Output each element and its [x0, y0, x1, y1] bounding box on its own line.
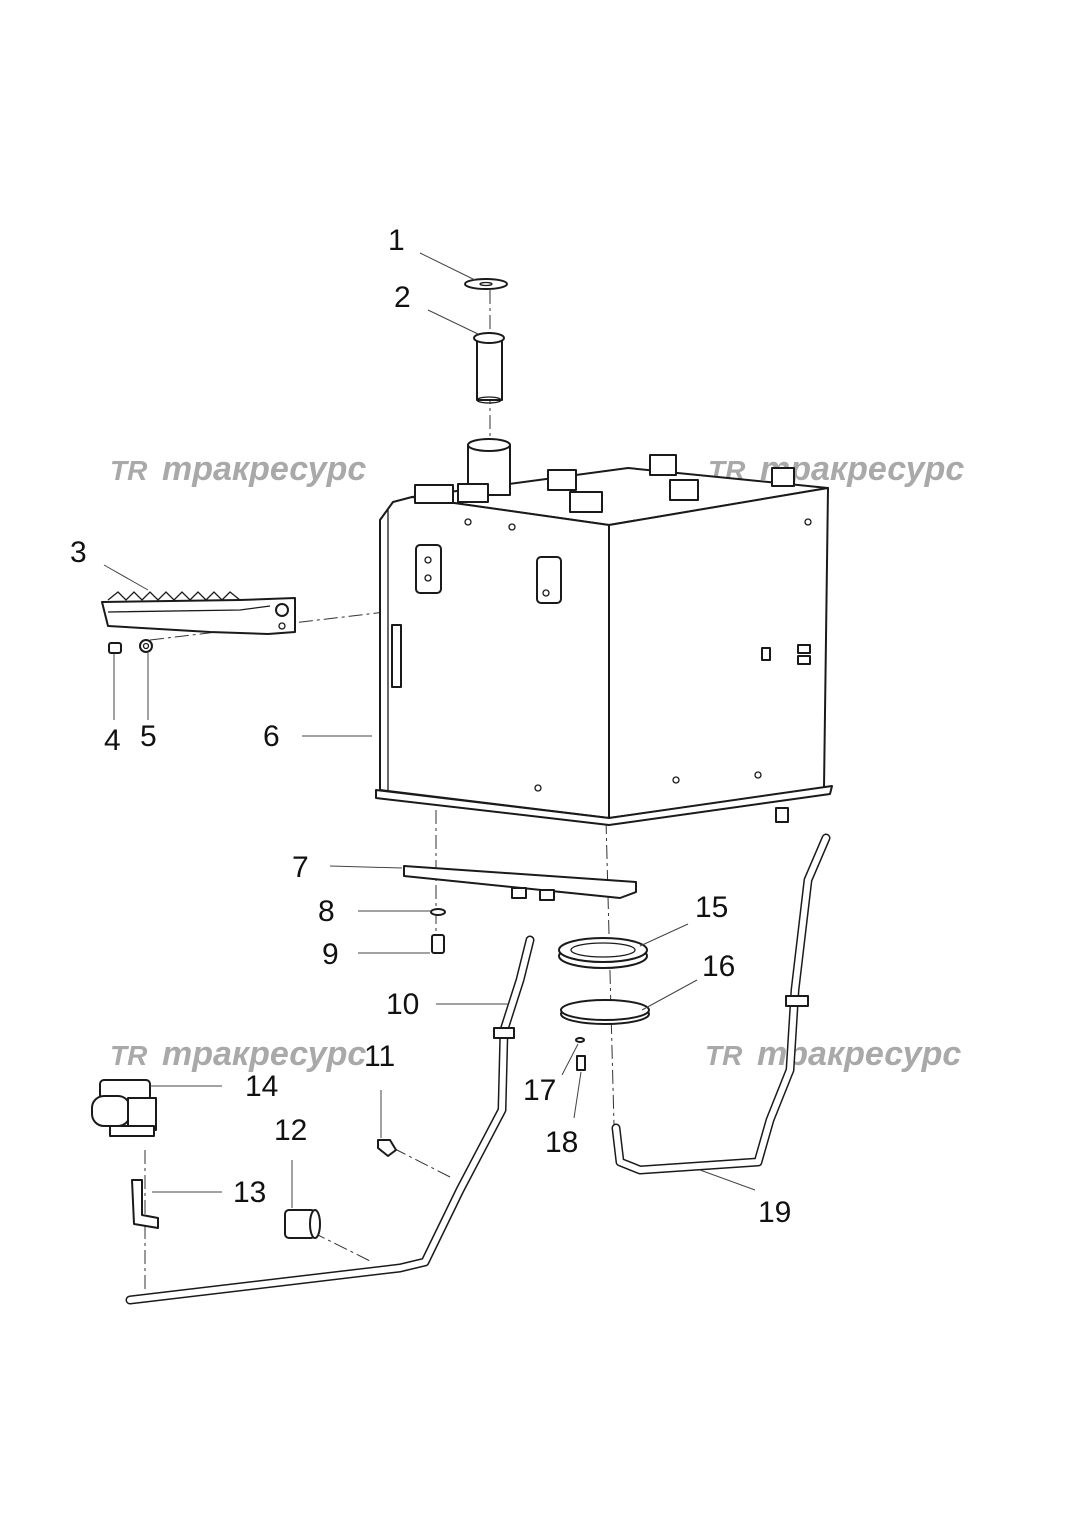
- part-11-clamp: [377, 1139, 397, 1157]
- svg-text:TR: TR: [110, 1040, 148, 1071]
- svg-text:тракресурс: тракресурс: [162, 450, 366, 488]
- part-6-hydraulic-tank: [375, 438, 833, 826]
- callout-8: 8: [318, 895, 335, 928]
- part-12-sleeve: [284, 1209, 321, 1239]
- part-14-pump-unit: [91, 1079, 157, 1137]
- callout-5: 5: [140, 720, 157, 753]
- part-19-return-pipe: [611, 833, 831, 1175]
- callout-leaders: [103, 252, 756, 1208]
- watermark-top-left: TR тракресурс: [110, 450, 366, 488]
- part-2-filler-tube: [473, 332, 505, 404]
- part-15-gasket-ring: [558, 937, 648, 969]
- callout-6: 6: [263, 720, 280, 753]
- callout-10: 10: [386, 988, 419, 1021]
- part-5-washer: [139, 639, 153, 653]
- callout-2: 2: [394, 281, 411, 314]
- callout-11: 11: [364, 1040, 395, 1073]
- part-9-bolt: [431, 934, 445, 954]
- callout-19: 19: [758, 1196, 791, 1229]
- callout-16: 16: [702, 950, 735, 983]
- part-1-filler-cap: [464, 278, 508, 290]
- svg-text:TR: TR: [110, 455, 148, 486]
- part-8-washer: [430, 908, 446, 916]
- part-3-step-bracket: [101, 591, 296, 635]
- part-18-screw: [576, 1055, 586, 1071]
- part-4-bolt: [108, 642, 122, 654]
- callout-12: 12: [274, 1114, 307, 1147]
- svg-text:TR: TR: [705, 1040, 743, 1071]
- part-17-washer: [575, 1037, 585, 1043]
- callout-15: 15: [695, 891, 728, 924]
- callout-17: 17: [523, 1074, 556, 1107]
- part-13-bracket: [131, 1179, 159, 1229]
- part-10-suction-pipe: [125, 935, 535, 1305]
- callout-9: 9: [322, 938, 339, 971]
- svg-text:тракресурс: тракресурс: [162, 1035, 366, 1073]
- callout-13: 13: [233, 1176, 266, 1209]
- callout-18: 18: [545, 1126, 578, 1159]
- callout-1: 1: [388, 224, 405, 257]
- watermark-bottom-right: TR тракресурс: [705, 1035, 961, 1073]
- part-7-bottom-plate: [403, 865, 637, 901]
- watermark-bottom-left: TR тракресурс: [110, 1035, 366, 1073]
- callout-4: 4: [104, 724, 121, 757]
- part-16-cover-plate: [560, 999, 650, 1025]
- callout-14: 14: [245, 1070, 278, 1103]
- callout-7: 7: [292, 851, 309, 884]
- callout-3: 3: [70, 536, 87, 569]
